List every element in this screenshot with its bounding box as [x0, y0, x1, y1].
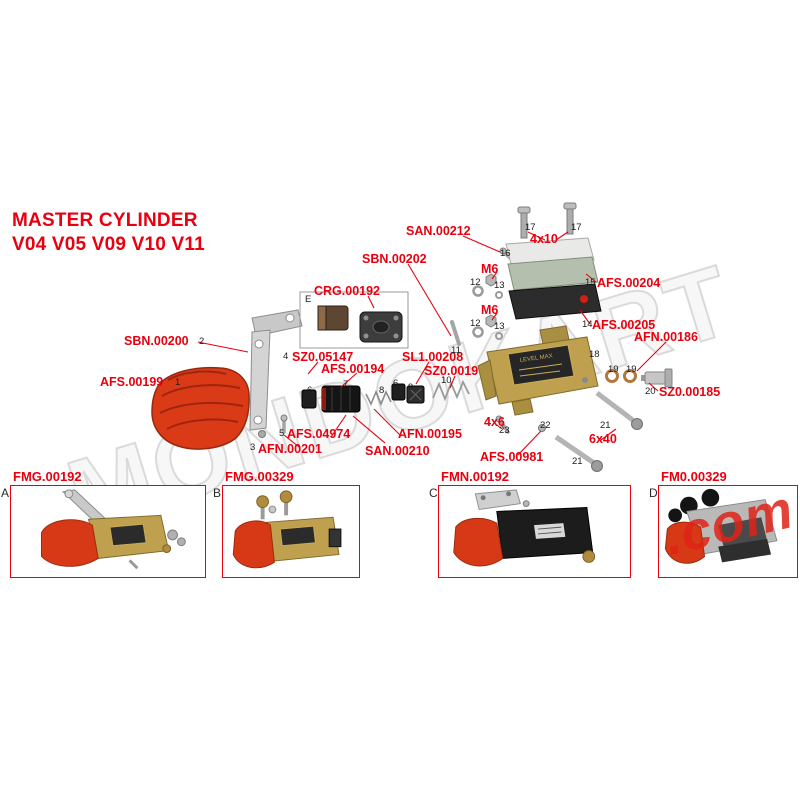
leader-lines — [197, 231, 667, 456]
thumbnail-B-part-number: FMG.00329 — [225, 469, 294, 484]
thumbnail-A-part-number: FMG.00192 — [13, 469, 82, 484]
thumbnail-B: FMG.00329 B — [213, 469, 360, 578]
thumbnail-C-part-number: FMN.00192 — [441, 469, 509, 484]
title-line2: V04 V05 V09 V10 V11 — [12, 234, 205, 256]
thumbnail-D-part-number: FM0.00329 — [661, 469, 727, 484]
thumbnail-C-letter: C — [429, 486, 438, 500]
thumbnail-D-image — [658, 485, 798, 578]
thumbnail-A: FMG.00192 A — [1, 469, 206, 578]
thumbnail-A-drawing — [40, 489, 186, 570]
reservoir-lids-illustration — [505, 237, 602, 320]
thumbnail-C-image — [438, 485, 631, 578]
thumbnail-D: FM0.00329 D — [649, 469, 798, 578]
thumbnail-A-image — [10, 485, 206, 578]
piston-spring-illustration — [280, 379, 470, 434]
thumbnail-D-drawing — [664, 488, 778, 564]
nuts-washers-illustration — [450, 273, 503, 346]
cylinder-body-illustration: LEVEL MAX — [477, 325, 599, 416]
thumbnail-C: FMN.00192 C — [429, 469, 631, 578]
banjo-hardware-illustration — [495, 368, 673, 472]
title-line1: MASTER CYLINDER — [12, 210, 198, 231]
rubber-boot-illustration — [151, 366, 250, 450]
thumbnail-D-letter: D — [649, 486, 658, 500]
body-plate-text: LEVEL MAX — [519, 353, 553, 364]
page-title: MASTER CYLINDER V04 V05 V09 V10 V11 — [12, 209, 205, 258]
thumbnail-B-letter: B — [213, 486, 222, 500]
thumbnail-B-image — [222, 485, 360, 578]
repair-kit-box — [299, 291, 409, 349]
thumbnail-C-drawing — [453, 489, 596, 567]
lever-illustration — [249, 309, 303, 438]
thumbnail-B-drawing — [232, 490, 342, 569]
thumbnail-A-letter: A — [1, 486, 10, 500]
